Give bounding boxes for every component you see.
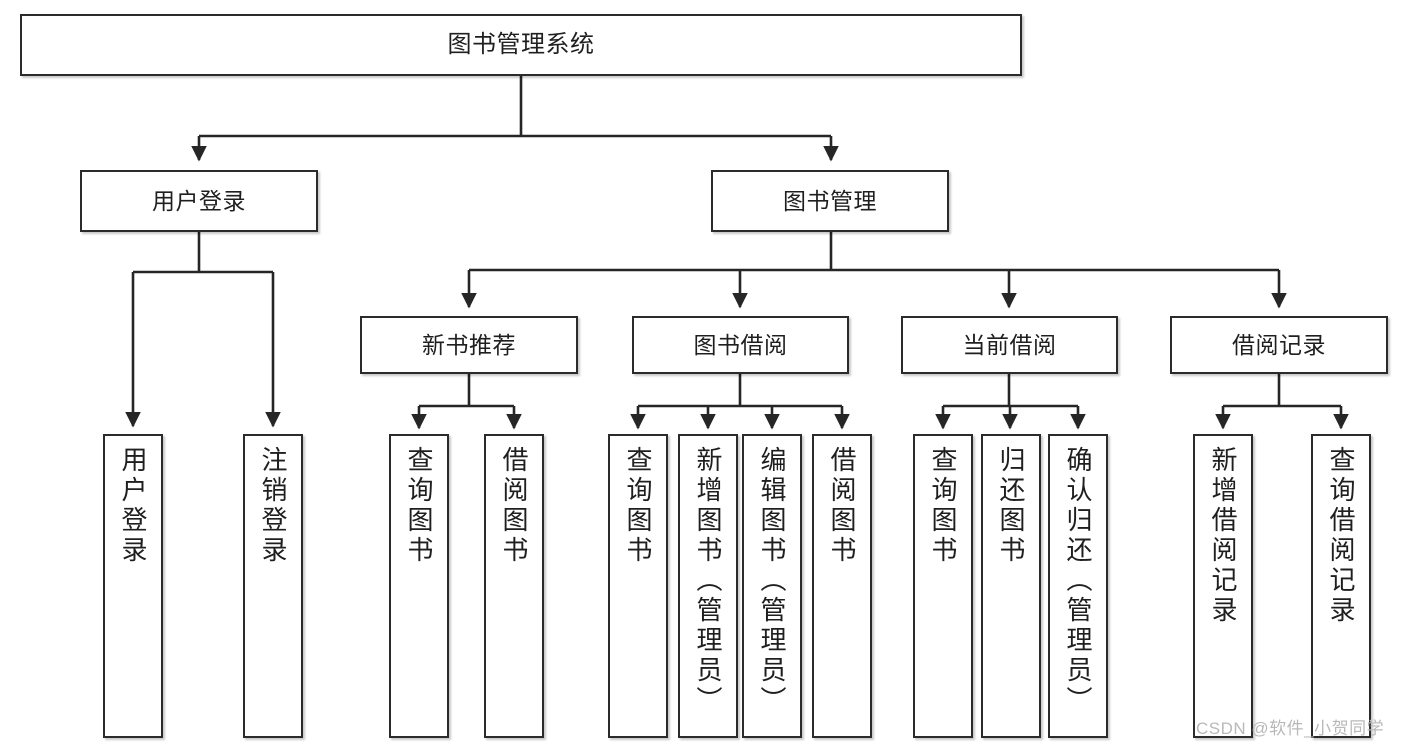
leaf-add-borrow-record-label: 新增借阅记录 xyxy=(1208,446,1238,626)
leaf-edit-book-admin-label: 编辑图书（管理员） xyxy=(757,446,787,716)
leaf-borrow-book-1[interactable]: 借阅图书 xyxy=(484,434,544,738)
leaf-logout-login-label: 注销登录 xyxy=(258,446,288,566)
leaf-query-borrow-record[interactable]: 查询借阅记录 xyxy=(1311,434,1371,738)
node-current-borrow-label: 当前借阅 xyxy=(962,331,1057,358)
node-user-login-label: 用户登录 xyxy=(152,187,246,214)
leaf-return-book[interactable]: 归还图书 xyxy=(981,434,1041,738)
leaf-add-book-admin-label: 新增图书（管理员） xyxy=(693,446,723,716)
leaf-logout-login[interactable]: 注销登录 xyxy=(243,434,303,738)
node-current-borrow[interactable]: 当前借阅 xyxy=(901,316,1118,374)
node-book-borrow[interactable]: 图书借阅 xyxy=(632,316,849,374)
leaf-query-book-2-label: 查询图书 xyxy=(623,446,653,566)
leaf-query-book-3[interactable]: 查询图书 xyxy=(913,434,973,738)
node-new-book-recommend[interactable]: 新书推荐 xyxy=(360,316,578,374)
leaf-add-book-admin[interactable]: 新增图书（管理员） xyxy=(678,434,738,738)
leaf-borrow-book-2-label: 借阅图书 xyxy=(827,446,857,566)
node-book-management-label: 图书管理 xyxy=(783,187,877,214)
leaf-user-login[interactable]: 用户登录 xyxy=(103,434,163,738)
leaf-edit-book-admin[interactable]: 编辑图书（管理员） xyxy=(742,434,802,738)
node-root-label: 图书管理系统 xyxy=(447,31,595,59)
leaf-borrow-book-1-label: 借阅图书 xyxy=(499,446,529,566)
leaf-return-book-label: 归还图书 xyxy=(996,446,1026,566)
csdn-watermark: CSDN @软件_小贺同学 xyxy=(1196,719,1385,738)
leaf-query-book-1[interactable]: 查询图书 xyxy=(389,434,449,738)
node-root[interactable]: 图书管理系统 xyxy=(20,14,1022,76)
node-user-login[interactable]: 用户登录 xyxy=(80,170,318,232)
node-borrow-record-label: 借阅记录 xyxy=(1232,331,1326,358)
leaf-add-borrow-record[interactable]: 新增借阅记录 xyxy=(1193,434,1253,738)
leaf-confirm-return-admin[interactable]: 确认归还（管理员） xyxy=(1048,434,1108,738)
node-borrow-record[interactable]: 借阅记录 xyxy=(1170,316,1388,374)
leaf-query-book-2[interactable]: 查询图书 xyxy=(608,434,668,738)
leaf-borrow-book-2[interactable]: 借阅图书 xyxy=(812,434,872,738)
node-book-management[interactable]: 图书管理 xyxy=(711,170,949,232)
node-new-book-recommend-label: 新书推荐 xyxy=(422,331,516,358)
leaf-query-book-1-label: 查询图书 xyxy=(404,446,434,566)
leaf-query-book-3-label: 查询图书 xyxy=(928,446,958,566)
node-book-borrow-label: 图书借阅 xyxy=(693,331,788,358)
leaf-query-borrow-record-label: 查询借阅记录 xyxy=(1326,446,1356,626)
leaf-confirm-return-admin-label: 确认归还（管理员） xyxy=(1063,446,1093,716)
leaf-user-login-label: 用户登录 xyxy=(118,446,148,566)
